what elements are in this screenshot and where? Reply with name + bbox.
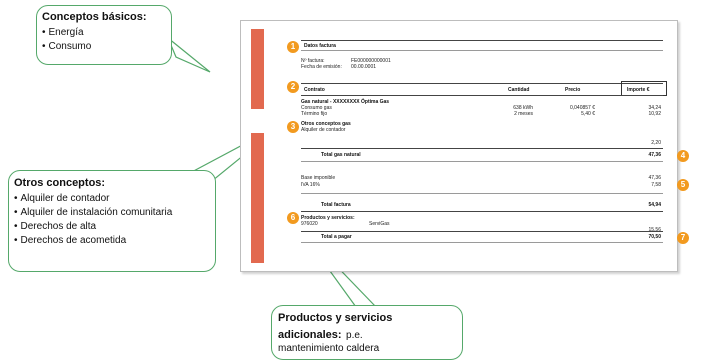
badge-1: 1: [287, 41, 299, 53]
divider: [301, 231, 663, 232]
row-qty: 638 kWh: [513, 105, 533, 111]
producto-code: 976020: [301, 221, 318, 227]
total-gas-label: Total gas natural: [321, 152, 361, 158]
header-precio: Precio: [565, 87, 581, 93]
divider: [301, 242, 663, 243]
callout-other-concepts: Otros conceptos: Alquiler de contador Al…: [8, 170, 216, 272]
divider: [301, 148, 663, 149]
callout-basic-title: Conceptos básicos:: [42, 11, 147, 23]
total-factura-label: Total factura: [321, 202, 351, 208]
badge-7: 7: [677, 232, 689, 244]
invoice-stripe-top: [251, 29, 264, 109]
fecha-emision-value: 00.00.0001: [351, 64, 377, 70]
badge-2: 2: [287, 81, 299, 93]
divider: [301, 95, 663, 96]
total-pagar-label: Total a pagar: [321, 234, 352, 240]
base-imponible-label: Base imponible: [301, 175, 336, 181]
list-item: Alquiler de instalación comunitaria: [14, 206, 215, 220]
callout-products-title-1: Productos y servicios: [278, 312, 393, 324]
num-factura-label: Nº factura:: [301, 58, 325, 64]
fecha-emision-label: Fecha de emisión:: [301, 64, 342, 70]
alquiler-amount: 2,20: [651, 140, 661, 146]
alquiler-label: Alquiler de contador: [301, 127, 346, 133]
list-item: Derechos de alta: [14, 220, 215, 234]
callout-other-title: Otros conceptos:: [14, 177, 106, 189]
base-imponible-amount: 47,36: [648, 175, 661, 181]
total-gas-amount: 47,36: [648, 152, 661, 158]
header-cantidad: Cantidad: [508, 87, 530, 93]
list-item: Consumo: [42, 40, 171, 54]
row-price: 0,040857 €: [569, 105, 595, 111]
list-item: Alquiler de contador: [14, 192, 215, 206]
badge-5: 5: [677, 179, 689, 191]
invoice-stripe-bottom: [251, 133, 264, 263]
callout-products-title-2: adicionales:: [278, 329, 342, 341]
basic-callout-pointer: [167, 37, 211, 73]
divider: [301, 161, 663, 162]
productos-label: Productos y servicios:: [301, 215, 355, 221]
row-amount: 10,92: [648, 111, 661, 117]
datos-factura-label: Datos factura: [304, 43, 336, 49]
badge-6: 6: [287, 212, 299, 224]
divider: [301, 193, 663, 194]
row-concept: Término fijo: [301, 111, 328, 117]
list-item: Derechos de acometida: [14, 234, 215, 248]
invoice-sheet: Datos factura Nº factura: FE000000000001…: [240, 20, 689, 272]
badge-4: 4: [677, 150, 689, 162]
callout-products-services: Productos y servicios adicionales: p.e. …: [271, 305, 463, 360]
row-price: 5,40 €: [581, 111, 595, 117]
callout-products-inline: p.e.: [346, 330, 363, 341]
divider: [301, 50, 663, 51]
callout-products-text: mantenimiento caldera: [278, 343, 380, 354]
badge-3: 3: [287, 121, 299, 133]
divider: [301, 40, 663, 41]
row-qty: 2 meses: [514, 111, 533, 117]
row-amount: 34,24: [648, 105, 661, 111]
gas-title: Gas natural - XXXXXXXX Óptima Gas: [301, 99, 390, 105]
callout-basic-concepts: Conceptos básicos: Energía Consumo: [36, 5, 172, 65]
divider: [301, 83, 663, 84]
total-pagar-amount: 70,50: [648, 234, 661, 240]
producto-name: ServiGas: [369, 221, 390, 227]
iva-label: IVA 16%: [301, 182, 320, 188]
divider: [301, 211, 663, 212]
list-item: Energía: [42, 26, 171, 40]
total-factura-amount: 54,94: [648, 202, 661, 208]
row-concept: Consumo gas: [301, 105, 332, 111]
otros-conceptos-label: Otros conceptos gas: [301, 121, 351, 127]
producto-amount: 15,56: [648, 227, 661, 233]
header-contrato: Contrato: [304, 87, 325, 93]
iva-amount: 7,58: [651, 182, 661, 188]
num-factura-value: FE000000000001: [351, 58, 391, 64]
header-importe: Importe €: [627, 87, 650, 93]
